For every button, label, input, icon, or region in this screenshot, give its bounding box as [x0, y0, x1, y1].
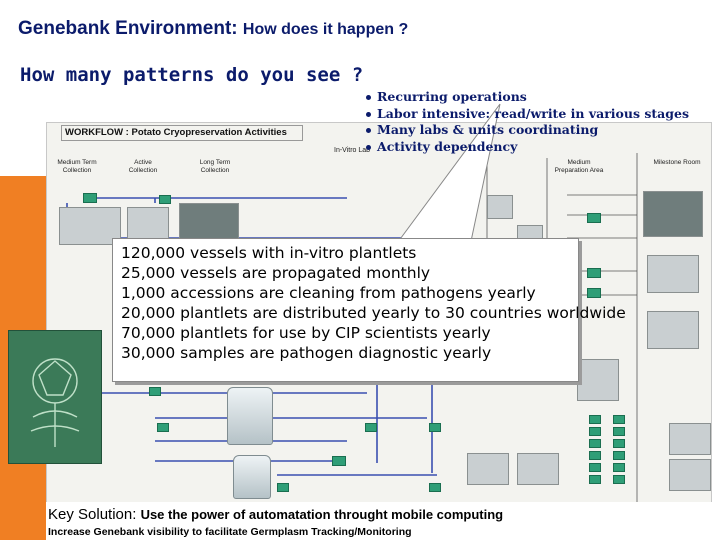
bullet-item: Labor intensive: read/write in various s…: [366, 106, 689, 123]
lab-photo: [643, 191, 703, 237]
milestone-grid: [589, 415, 659, 485]
stat-line: 20,000 plantlets are distributed yearly …: [121, 304, 626, 322]
stat-line: 25,000 vessels are propagated monthly: [121, 264, 431, 282]
lab-photo: [487, 195, 513, 219]
lab-photo: [127, 207, 169, 241]
cryo-tank-image: [227, 387, 273, 445]
cryo-tank-image: [233, 455, 271, 499]
workflow-subtitle: In-Vitro Lab: [334, 147, 371, 154]
lab-photo: [59, 207, 121, 245]
stat-line: 120,000 vessels with in-vitro plantlets: [121, 244, 417, 262]
title-bold: Genebank Environment:: [18, 18, 238, 39]
stat-line: 1,000 accessions are cleaning from patho…: [121, 284, 536, 302]
column-header-active: Active Collection: [128, 159, 158, 174]
bullet-list: Recurring operations Labor intensive: re…: [366, 89, 689, 155]
workflow-step-box: [277, 483, 289, 492]
workflow-title: WORKFLOW : Potato Cryopreservation Activ…: [65, 127, 287, 138]
workflow-step-box: [429, 483, 441, 492]
stat-line: 70,000 plantlets for use by CIP scientis…: [121, 324, 491, 342]
bullet-item: Activity dependency: [366, 139, 689, 156]
column-header-long-term: Long Term Collection: [199, 159, 231, 174]
workflow-step-box: [149, 387, 161, 396]
lab-photo: [669, 423, 711, 455]
cip-logo: [8, 330, 102, 464]
workflow-step-box: [365, 423, 377, 432]
workflow-step-box: [157, 423, 169, 432]
lab-photo: [179, 203, 239, 243]
workflow-step-box: [587, 213, 601, 223]
key-solution-label: Key Solution:: [48, 506, 137, 523]
lab-photo: [669, 459, 711, 491]
lab-photo: [577, 359, 619, 401]
column-header-medium-term: Medium Term Collection: [57, 159, 97, 174]
lab-photo: [647, 255, 699, 293]
workflow-step-box: [587, 268, 601, 278]
workflow-title-frame: [61, 125, 303, 141]
bullet-item: Recurring operations: [366, 89, 689, 106]
key-solution: Key Solution: Use the power of automatat…: [48, 506, 503, 523]
workflow-step-box: [159, 195, 171, 204]
increase-visibility-text: Increase Genebank visibility to facilita…: [48, 526, 412, 538]
workflow-step-box: [332, 456, 346, 466]
page-title: Genebank Environment: How does it happen…: [18, 18, 408, 40]
stats-callout: 120,000 vessels with in-vitro plantlets …: [112, 238, 626, 382]
workflow-step-box: [83, 193, 97, 203]
page-question: How many patterns do you see ?: [20, 64, 364, 86]
lab-photo: [467, 453, 509, 485]
cip-logo-emblem: [30, 358, 80, 447]
key-solution-text: Use the power of automatation throught m…: [140, 507, 504, 522]
column-header-medium-prep: Medium Preparation Area: [554, 159, 604, 174]
lab-photo: [517, 453, 559, 485]
bullet-item: Many labs & units coordinating: [366, 122, 689, 139]
stat-line: 30,000 samples are pathogen diagnostic y…: [121, 344, 492, 362]
title-rest: How does it happen ?: [242, 21, 409, 38]
lab-photo: [647, 311, 699, 349]
footer-panel: [46, 502, 720, 540]
workflow-step-box: [587, 288, 601, 298]
workflow-step-box: [429, 423, 441, 432]
column-header-milestone: Milestone Room: [653, 159, 701, 166]
